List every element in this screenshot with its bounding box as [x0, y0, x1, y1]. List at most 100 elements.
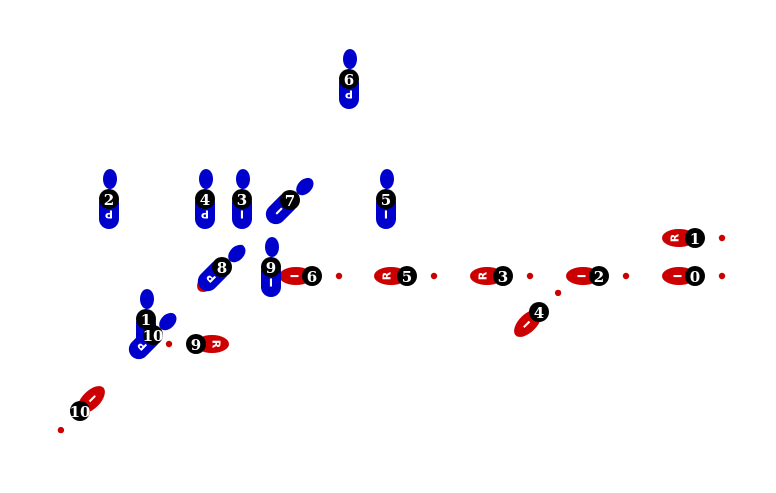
red-marker-dot [335, 272, 343, 280]
red-marker-number: 1 [690, 230, 700, 248]
blue-marker-badge: 3 [232, 189, 252, 209]
blue-marker-letter: P [201, 208, 209, 221]
blue-marker-toe [265, 237, 279, 257]
red-marker-10: I10 [57, 386, 105, 434]
blue-marker-5: I5 [376, 169, 396, 229]
number-badge [136, 309, 156, 329]
blue-marker-letter: P [105, 208, 113, 221]
blue-marker-toe [343, 49, 357, 69]
red-marker-letter: R [669, 233, 682, 242]
red-marker-badge: 3 [493, 266, 513, 286]
blue-marker-badge: 10 [143, 325, 164, 345]
red-marker-badge: 2 [589, 266, 609, 286]
number-badge [339, 69, 359, 89]
red-marker-badge: 1 [685, 228, 705, 248]
blue-marker-9: I9 [261, 237, 281, 297]
blue-marker-8: P8 [197, 244, 246, 292]
blue-marker-toe [199, 169, 213, 189]
blue-marker-toe [103, 169, 117, 189]
red-marker-number: 6 [307, 268, 317, 286]
red-marker-letter: I [575, 274, 588, 278]
red-marker-letter: R [381, 271, 394, 280]
blue-marker-badge: 7 [280, 190, 300, 210]
blue-marker-letter: I [269, 276, 273, 289]
number-badge [397, 266, 417, 286]
red-marker-dot [554, 289, 562, 297]
red-marker-dot [718, 234, 726, 242]
red-marker-dot [526, 272, 534, 280]
number-badge [99, 189, 119, 209]
red-marker-badge: 10 [70, 401, 91, 421]
blue-marker-toe [228, 244, 246, 263]
blue-marker-toe [296, 177, 314, 196]
number-badge [232, 189, 252, 209]
blue-marker-number: 1 [141, 311, 151, 329]
red-marker-dot [718, 272, 726, 280]
blue-marker-badge: 2 [99, 189, 119, 209]
blue-marker-badge: 1 [136, 309, 156, 329]
red-marker-dot [430, 272, 438, 280]
blue-marker-letter: I [384, 208, 388, 221]
number-badge [685, 266, 705, 286]
number-badge [70, 401, 90, 421]
blue-marker-toe [159, 312, 177, 331]
blue-marker-letter: P [345, 88, 353, 101]
number-badge [529, 302, 549, 322]
blue-marker-toe [236, 169, 250, 189]
blue-marker-number: 5 [381, 191, 391, 209]
red-marker-number: 9 [191, 336, 201, 354]
red-marker-number: 5 [402, 268, 412, 286]
blue-marker-2: P2 [99, 169, 119, 229]
red-marker-dot [57, 426, 65, 434]
red-marker-badge: 6 [302, 266, 322, 286]
blue-marker-toe [140, 289, 154, 309]
number-badge [195, 189, 215, 209]
red-marker-badge: 5 [397, 266, 417, 286]
blue-marker-6: P6 [339, 49, 359, 109]
blue-marker-10: P10 [128, 312, 177, 360]
number-badge [302, 266, 322, 286]
red-marker-badge: 4 [529, 302, 549, 322]
blue-marker-number: 2 [104, 191, 114, 209]
blue-marker-number: 3 [237, 191, 247, 209]
blue-marker-number: 7 [285, 192, 295, 210]
red-marker-badge: 0 [685, 266, 705, 286]
blue-marker-badge: 4 [195, 189, 215, 209]
red-marker-badge: 9 [186, 334, 206, 354]
red-marker-number: 0 [690, 268, 700, 286]
red-marker-dot [165, 340, 173, 348]
blue-marker-number: 10 [143, 327, 164, 345]
blue-marker-badge: 8 [212, 257, 232, 277]
red-marker-letter: I [671, 274, 684, 278]
blue-marker-letter: I [240, 208, 244, 221]
red-marker-letter: R [210, 340, 223, 349]
blue-marker-badge: 5 [376, 189, 396, 209]
red-marker-body [77, 386, 105, 414]
red-marker-number: 3 [498, 268, 508, 286]
red-marker-number: 2 [594, 268, 604, 286]
number-badge [685, 228, 705, 248]
red-marker-4: I4 [514, 289, 562, 337]
number-badge [186, 334, 206, 354]
blue-marker-number: 9 [266, 259, 276, 277]
blue-marker-number: 4 [200, 191, 210, 209]
red-marker-number: 4 [534, 304, 544, 322]
blue-marker-badge: 6 [339, 69, 359, 89]
blue-marker-4: P4 [195, 169, 215, 229]
number-badge [143, 325, 163, 345]
red-marker-number: 10 [70, 403, 91, 421]
number-badge [493, 266, 513, 286]
blue-marker-number: 6 [344, 71, 354, 89]
number-badge [261, 257, 281, 277]
blue-marker-badge: 9 [261, 257, 281, 277]
number-badge [376, 189, 396, 209]
red-marker-letter: R [477, 271, 490, 280]
